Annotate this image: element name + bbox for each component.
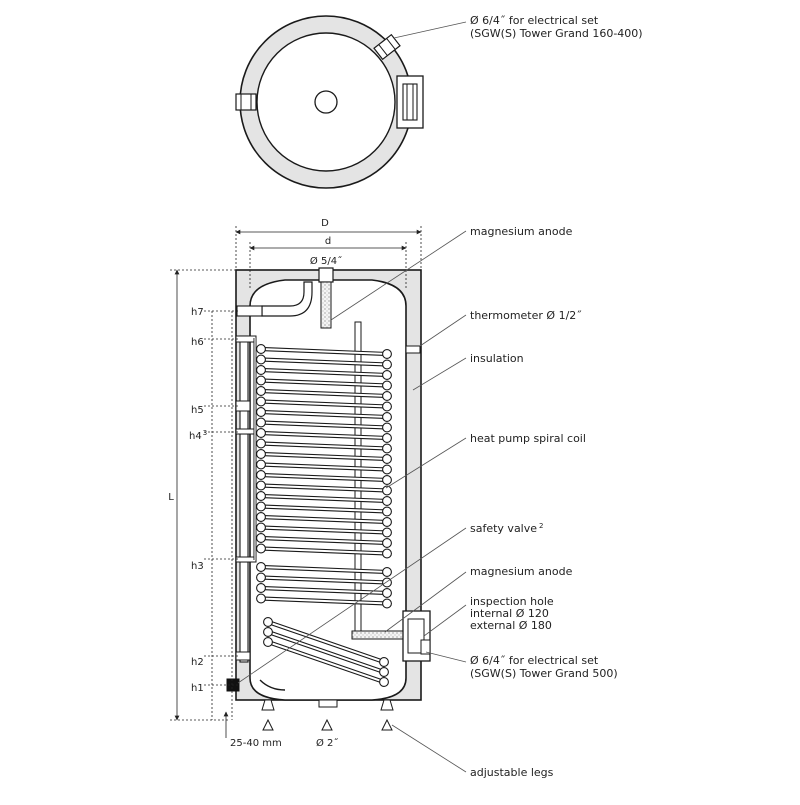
coil-turn	[256, 438, 392, 454]
dim-h7: h7	[191, 307, 204, 318]
coil-turn	[256, 543, 392, 559]
port-h6	[235, 335, 257, 343]
label-inspection-external: external Ø 180	[470, 619, 552, 632]
thermometer-socket	[405, 345, 421, 354]
dim-h2: h2	[191, 657, 204, 668]
lower-coil-outlet	[259, 679, 286, 691]
top-view-left-port	[235, 93, 257, 111]
leg-foot-left	[262, 718, 274, 731]
dim-h1: h1	[191, 683, 204, 694]
coil-turn	[256, 449, 392, 464]
leg-foot-mid	[321, 718, 333, 731]
outlet-h7	[236, 305, 263, 317]
label-safety-valve-sup: 2	[539, 522, 543, 530]
label-thermometer: thermometer Ø 1/2˝	[470, 309, 582, 322]
coil-turn	[256, 407, 392, 422]
coil-turn	[256, 375, 392, 391]
coil-turn	[256, 522, 392, 538]
dim-bottom-port: Ø 2˝	[316, 737, 338, 749]
dim-D: D	[321, 218, 329, 229]
coil-turn	[256, 501, 392, 517]
coil-turn	[256, 583, 392, 598]
leg-right	[380, 699, 394, 711]
coil-turn	[256, 533, 392, 548]
label-electrical-top-2: (SGW(S) Tower Grand 160-400)	[470, 27, 643, 40]
heat-pump-spiral-coil	[256, 344, 392, 609]
coil-turn	[256, 562, 392, 577]
lower-tilted-coil	[259, 617, 389, 691]
coil-turn	[256, 428, 392, 443]
label-inspection-hole: inspection hole	[470, 595, 554, 608]
label-magnesium-anode-bottom: magnesium anode	[470, 565, 573, 578]
bottom-port	[318, 699, 338, 708]
top-view	[235, 15, 467, 189]
coil-turn	[256, 593, 392, 609]
port-h4	[235, 428, 257, 435]
top-port	[318, 267, 334, 283]
leader-electrical-top	[393, 21, 467, 39]
dim-h5: h5	[191, 405, 204, 416]
coil-turn	[256, 396, 392, 412]
leader-lines	[237, 230, 467, 773]
magnesium-anode-top	[320, 281, 332, 329]
hot-water-elbow	[261, 281, 313, 317]
coil-turn	[256, 459, 392, 475]
coil-turn	[256, 344, 392, 359]
coil-turn	[256, 386, 392, 401]
coil-turn	[256, 365, 392, 380]
side-pipe-bottom	[239, 561, 249, 663]
lower-coil-turn	[263, 617, 389, 667]
label-insulation: insulation	[470, 352, 524, 365]
dim-legs-height: 25-40 mm	[230, 738, 282, 749]
label-electrical-top-1: Ø 6/4˝ for electrical set	[470, 14, 599, 27]
dimension-labels: D d Ø 5/4˝ L h7 h6 h5 h43 h3 h2 h1 25-40…	[168, 218, 342, 749]
side-pipe-lower	[239, 433, 249, 560]
port-h3	[235, 556, 257, 563]
coil-turn	[256, 512, 392, 527]
annotation-labels: Ø 6/4˝ for electrical set (SGW(S) Tower …	[470, 14, 643, 779]
coil-turn	[256, 354, 392, 370]
leg-left	[261, 699, 275, 711]
dim-top-port: Ø 5/4˝	[310, 255, 342, 267]
side-view	[226, 267, 431, 731]
port-h2	[235, 651, 251, 661]
coil-turn	[256, 470, 392, 485]
top-view-electrical-socket	[373, 33, 401, 61]
label-electrical-bottom-1: Ø 6/4˝ for electrical set	[470, 654, 599, 667]
label-electrical-bottom-2: (SGW(S) Tower Grand 500)	[470, 667, 618, 680]
lower-coil-turn	[263, 627, 389, 677]
port-h5	[235, 400, 251, 412]
dim-h3: h3	[191, 561, 204, 572]
side-pipe-upper	[239, 335, 249, 432]
coil-turn	[256, 480, 392, 496]
coil-turn	[256, 417, 392, 433]
electrical-socket-bottom	[420, 639, 431, 655]
label-adjustable-legs: adjustable legs	[470, 766, 554, 779]
dim-h6: h6	[191, 337, 204, 348]
leg-foot-right	[381, 718, 393, 731]
label-magnesium-anode-top: magnesium anode	[470, 225, 573, 238]
label-heat-pump-coil: heat pump spiral coil	[470, 432, 586, 445]
dim-h4: h43	[189, 429, 207, 442]
dim-L: L	[168, 492, 174, 503]
coil-turn	[256, 491, 392, 506]
magnesium-anode-bottom	[351, 630, 405, 640]
dim-d: d	[325, 236, 331, 247]
label-inspection-internal: internal Ø 120	[470, 607, 549, 620]
top-view-center-port	[314, 90, 338, 114]
dimension-lines	[170, 226, 422, 738]
coil-turn	[256, 572, 392, 588]
lower-coil-turn	[263, 637, 389, 687]
